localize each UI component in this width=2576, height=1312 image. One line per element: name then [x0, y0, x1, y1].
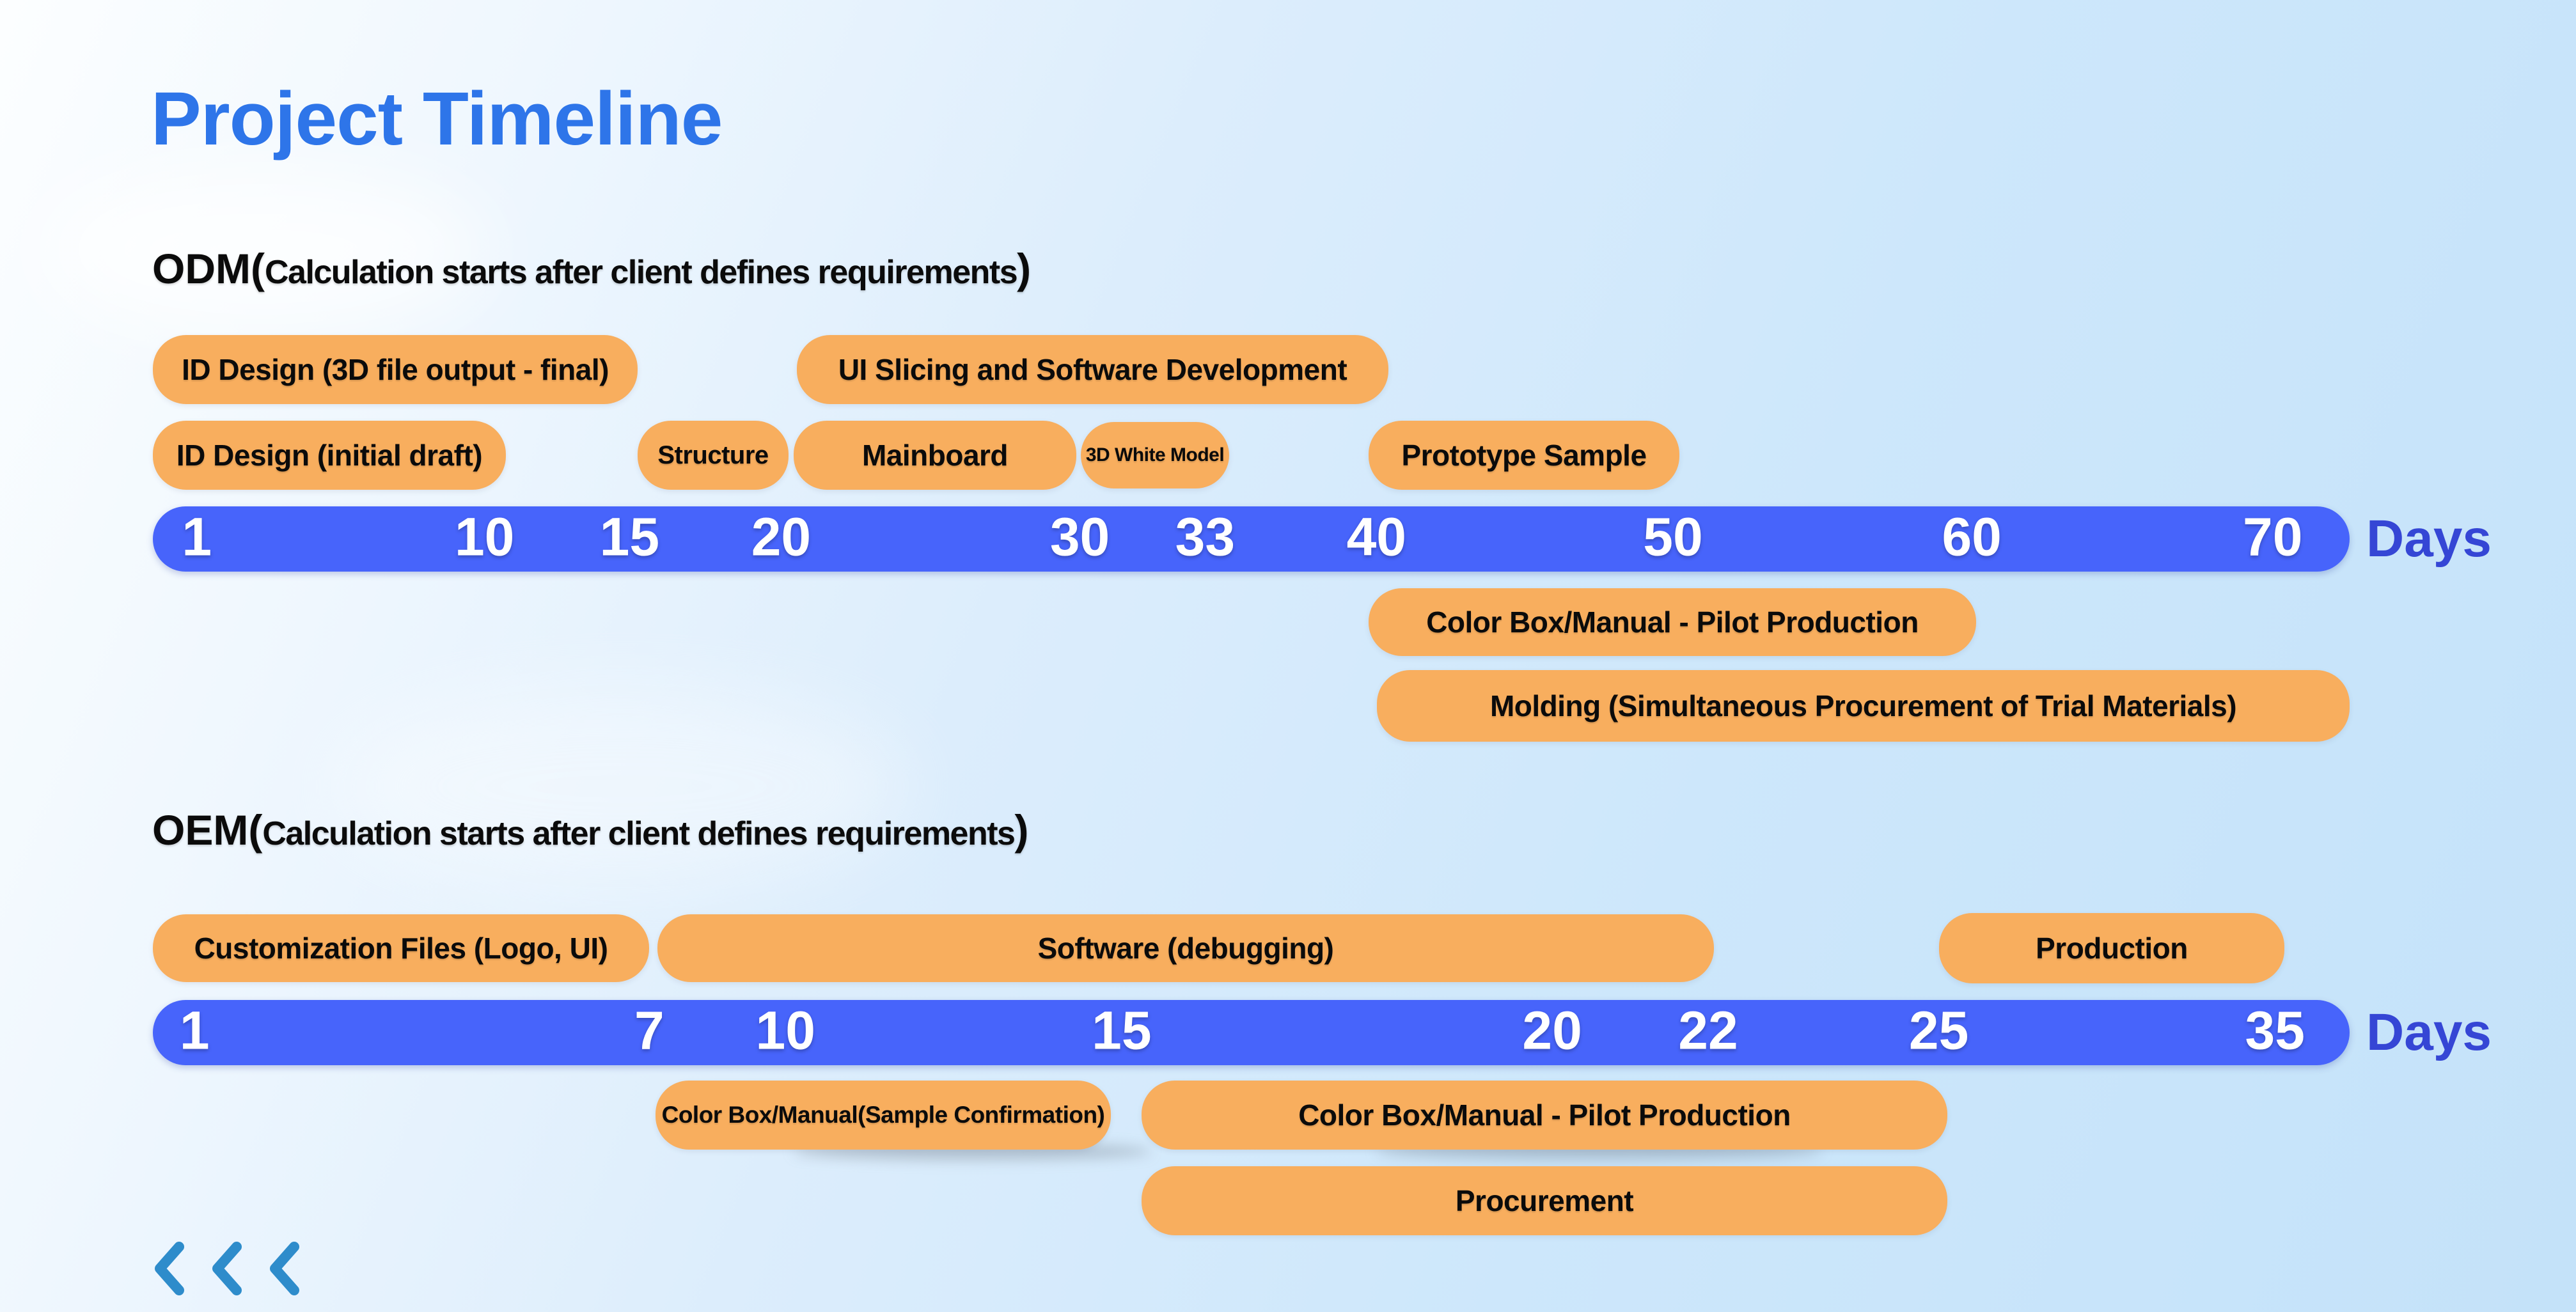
oem-timeline-bar: 1 7 10 15 20 22 25 35 — [153, 1000, 2350, 1065]
odm-heading-note: Calculation starts after client defines … — [264, 254, 1018, 291]
oem-heading-suffix: ) — [1014, 806, 1029, 854]
oem-day-tick: 25 — [1908, 1000, 1969, 1061]
odm-day-tick: 30 — [1049, 506, 1110, 567]
task-pill-production: Production — [1939, 913, 2284, 983]
task-pill-software-debugging: Software (debugging) — [657, 914, 1714, 982]
odm-section-heading: ODM(Calculation starts after client defi… — [152, 244, 1031, 293]
odm-day-tick: 40 — [1346, 506, 1406, 567]
task-pill-colorbox-pilot-odm: Color Box/Manual - Pilot Production — [1369, 588, 1976, 656]
chevron-left-icon[interactable] — [267, 1242, 301, 1295]
odm-heading-prefix: ODM( — [152, 245, 265, 292]
odm-timeline-bar: 1 10 15 20 30 33 40 50 60 70 — [153, 506, 2350, 572]
task-pill-structure: Structure — [638, 421, 789, 490]
task-pill-ui-slicing: UI Slicing and Software Development — [797, 335, 1388, 404]
task-pill-procurement: Procurement — [1142, 1166, 1947, 1235]
oem-day-tick: 1 — [179, 1000, 210, 1061]
oem-section-heading: OEM(Calculation starts after client defi… — [152, 806, 1028, 854]
odm-day-tick: 1 — [182, 506, 212, 567]
task-pill-molding: Molding (Simultaneous Procurement of Tri… — [1377, 670, 2350, 742]
chevron-left-icon[interactable] — [152, 1242, 185, 1295]
task-pill-id-design-final: ID Design (3D file output - final) — [153, 335, 638, 404]
task-pill-mainboard: Mainboard — [794, 421, 1076, 490]
oem-days-unit-label: Days — [2366, 1003, 2492, 1061]
oem-day-tick: 20 — [1522, 1000, 1582, 1061]
odm-heading-suffix: ) — [1017, 245, 1032, 292]
oem-heading-prefix: OEM( — [152, 806, 263, 854]
odm-day-tick: 50 — [1643, 506, 1703, 567]
chevron-left-icon[interactable] — [210, 1242, 243, 1295]
oem-day-tick: 15 — [1092, 1000, 1152, 1061]
odm-days-unit-label: Days — [2366, 510, 2492, 568]
oem-day-tick: 10 — [755, 1000, 815, 1061]
oem-day-tick: 7 — [634, 1000, 664, 1061]
odm-day-tick: 10 — [454, 506, 515, 567]
task-pill-colorbox-pilot-oem: Color Box/Manual - Pilot Production — [1142, 1081, 1947, 1150]
page-title: Project Timeline — [151, 77, 723, 161]
task-pill-customization-files: Customization Files (Logo, UI) — [153, 914, 649, 982]
odm-day-tick: 33 — [1175, 506, 1236, 567]
task-pill-id-design-draft: ID Design (initial draft) — [153, 421, 506, 490]
task-pill-colorbox-sample-confirmation: Color Box/Manual(Sample Confirmation) — [656, 1081, 1111, 1150]
oem-day-tick: 35 — [2245, 1000, 2305, 1061]
task-pill-3d-white-model: 3D White Model — [1081, 422, 1229, 488]
oem-heading-note: Calculation starts after client defines … — [262, 815, 1016, 852]
odm-day-tick: 20 — [751, 506, 812, 567]
odm-day-tick: 70 — [2243, 506, 2303, 567]
task-pill-prototype-sample: Prototype Sample — [1369, 421, 1679, 490]
odm-day-tick: 15 — [599, 506, 660, 567]
oem-day-tick: 22 — [1678, 1000, 1738, 1061]
odm-day-tick: 60 — [1942, 506, 2002, 567]
